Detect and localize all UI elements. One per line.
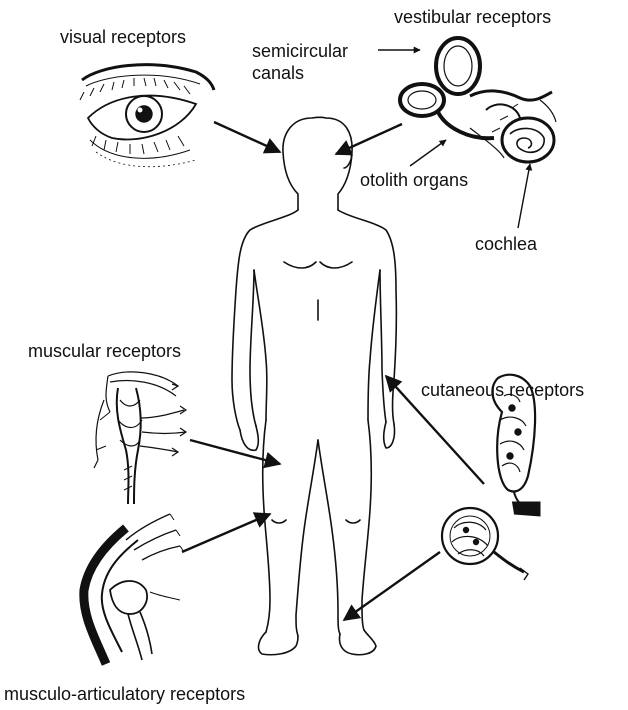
arrow-muscular: [190, 440, 280, 464]
joint-illustration: [84, 514, 184, 664]
label-visual-receptors: visual receptors: [60, 27, 186, 48]
label-cochlea: cochlea: [475, 234, 537, 255]
label-vestibular-receptors: vestibular receptors: [394, 7, 551, 28]
label-semicircular: semicircular: [252, 41, 348, 62]
arrow-visual: [214, 122, 280, 152]
inner-ear-illustration: [400, 38, 556, 162]
arrow-articulatory: [182, 514, 270, 552]
eye-illustration: [80, 65, 214, 167]
label-musculo-articulatory-receptors: musculo-articulatory receptors: [4, 684, 245, 705]
corpuscle-illustration: [442, 375, 540, 580]
label-cutaneous-receptors: cutaneous receptors: [421, 380, 584, 401]
arrow-cochlea: [518, 164, 530, 228]
arrow-vestibular: [336, 124, 402, 154]
label-canals: canals: [252, 63, 304, 84]
arrow-otolith: [410, 140, 446, 166]
muscle-spindle-illustration: [94, 372, 186, 504]
label-muscular-receptors: muscular receptors: [28, 341, 181, 362]
label-otolith-organs: otolith organs: [360, 170, 468, 191]
human-body-figure: [232, 117, 396, 654]
arrow-foot: [344, 552, 440, 620]
